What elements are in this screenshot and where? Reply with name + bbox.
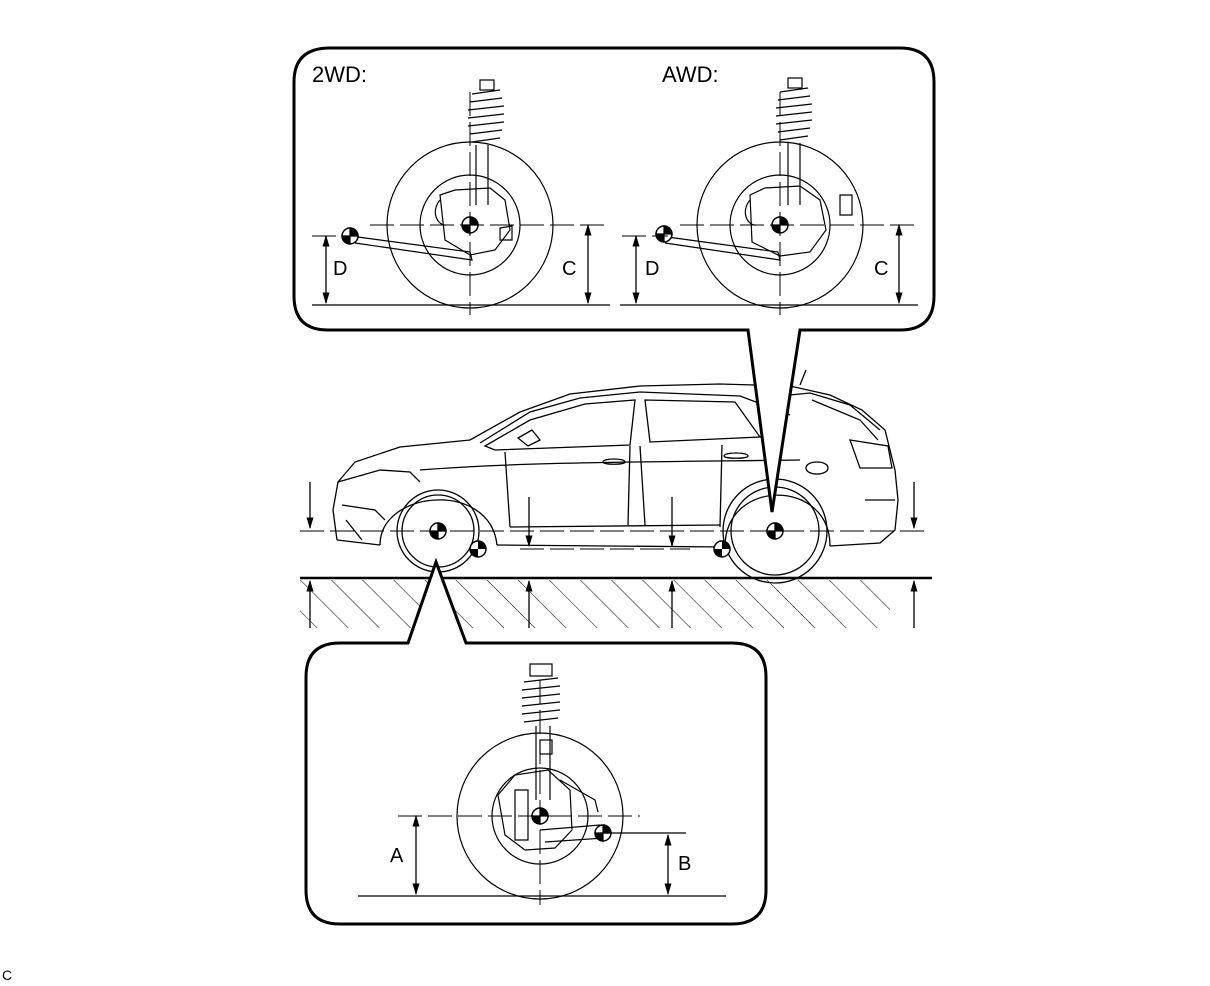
dimension-a-label: A — [390, 845, 404, 867]
ground — [300, 576, 932, 628]
vehicle-reference-lines — [300, 530, 930, 550]
front-lower-arm-mark — [469, 540, 487, 558]
two-wd-dimension-d-label: D — [333, 258, 347, 280]
corner-code: C — [2, 967, 12, 983]
awd-reference-lines — [622, 92, 915, 315]
front-dimension-arrows — [412, 814, 672, 896]
two-wd-label: 2WD: — [312, 62, 367, 87]
front-reference-lines — [398, 680, 640, 905]
awd-dimension-d-label: D — [645, 258, 659, 280]
two-wd-reference-lines — [312, 92, 605, 315]
two-wd-dimension-c-label: C — [562, 258, 576, 280]
rear-lower-arm-mark — [713, 540, 731, 558]
front-suspension-callout: A B — [304, 557, 768, 926]
vehicle-dimension-arrows — [306, 482, 918, 628]
vehicle-side-view — [332, 369, 899, 548]
awd-label: AWD: — [662, 62, 719, 87]
awd-dimension-c-label: C — [874, 258, 888, 280]
rear-suspension-callout: 2WD: AWD: — [292, 46, 936, 513]
dimension-b-label: B — [678, 853, 691, 875]
awd-dimension-arrows — [632, 223, 903, 305]
two-wd-dimension-arrows — [322, 223, 592, 305]
